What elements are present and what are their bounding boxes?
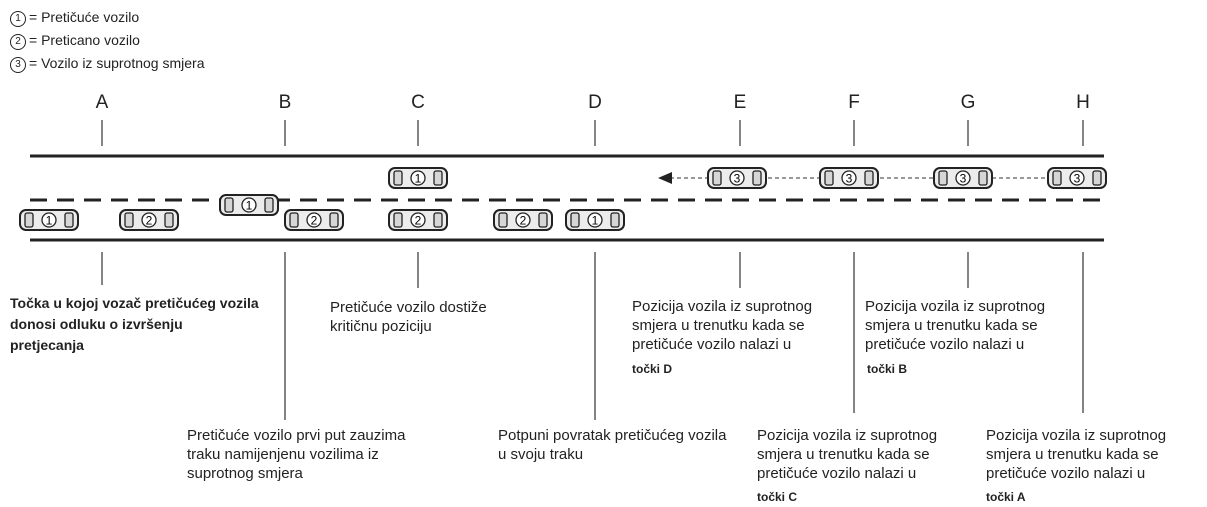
vehicle-overtaken-at-d: 2 <box>493 209 553 231</box>
direction-arrow-icon <box>658 172 672 184</box>
vehicle-opposing-at-h: 3 <box>1047 167 1107 189</box>
note-point-f-ref: točki C <box>757 490 798 504</box>
vehicle-number: 3 <box>960 172 967 186</box>
column-label-f: F <box>848 92 860 113</box>
vehicle-number: 2 <box>146 214 153 228</box>
vehicle-number: 2 <box>415 214 422 228</box>
vehicle-opposing-at-e: 3 <box>707 167 767 189</box>
vehicle-number: 2 <box>311 214 318 228</box>
legend-text: = Vozilo iz suprotnog smjera <box>29 55 205 71</box>
vehicle-overtaking-at-b: 1 <box>219 194 279 216</box>
legend-text: = Preticano vozilo <box>29 32 140 48</box>
vehicle-overtaking-at-c: 1 <box>388 167 448 189</box>
upper-markers <box>101 120 1084 146</box>
column-label-a: A <box>95 92 109 113</box>
note-point-e-ref: točki D <box>632 362 673 376</box>
column-label-e: E <box>733 92 747 113</box>
note-point-c: Pretičuće vozilo dostiže kritičnu pozici… <box>330 299 487 335</box>
column-label-b: B <box>278 92 292 113</box>
legend-number: 3 <box>10 57 26 73</box>
legend-number: 1 <box>10 11 26 27</box>
legend-item-opposing: 3= Vozilo iz suprotnog smjera <box>10 55 204 73</box>
note-point-a: Točka u kojoj vozač pretičućeg vozila do… <box>10 295 259 353</box>
column-label-c: C <box>411 92 425 113</box>
vehicle-opposing-at-g: 3 <box>933 167 993 189</box>
vehicle-number: 2 <box>520 214 527 228</box>
legend-item-overtaking: 1= Pretičuće vozilo <box>10 9 139 27</box>
lower-markers <box>101 252 1084 420</box>
note-point-f: Pozicija vozila iz suprotnog smjera u tr… <box>757 427 938 482</box>
vehicle-overtaking-at-a: 1 <box>19 209 79 231</box>
vehicle-number: 3 <box>734 172 741 186</box>
note-point-g: Pozicija vozila iz suprotnog smjera u tr… <box>865 298 1046 353</box>
note-point-d: Potpuni povratak pretičućeg vozila u svo… <box>498 427 727 463</box>
note-point-b: Pretičuće vozilo prvi put zauzima traku … <box>187 427 406 482</box>
note-point-g-ref: točki B <box>867 362 908 376</box>
vehicle-overtaken-at-c: 2 <box>388 209 448 231</box>
vehicle-number: 1 <box>46 214 53 228</box>
note-point-h: Pozicija vozila iz suprotnog smjera u tr… <box>986 427 1167 482</box>
legend-text: = Pretičuće vozilo <box>29 9 140 25</box>
note-point-e: Pozicija vozila iz suprotnog smjera u tr… <box>632 298 813 353</box>
vehicle-number: 1 <box>246 199 253 213</box>
legend-item-overtaken: 2= Preticano vozilo <box>10 32 140 50</box>
vehicle-number: 1 <box>415 172 422 186</box>
vehicle-overtaken-at-b: 2 <box>284 209 344 231</box>
vehicle-opposing-at-f: 3 <box>819 167 879 189</box>
vehicle-number: 3 <box>846 172 853 186</box>
vehicle-overtaking-at-d: 1 <box>565 209 625 231</box>
column-label-h: H <box>1076 92 1090 113</box>
column-label-d: D <box>588 92 602 113</box>
legend-number: 2 <box>10 34 26 50</box>
note-point-h-ref: točki A <box>986 490 1026 504</box>
vehicle-overtaken-at-a: 2 <box>119 209 179 231</box>
column-label-g: G <box>960 92 976 113</box>
vehicle-number: 3 <box>1074 172 1081 186</box>
vehicle-number: 1 <box>592 214 599 228</box>
